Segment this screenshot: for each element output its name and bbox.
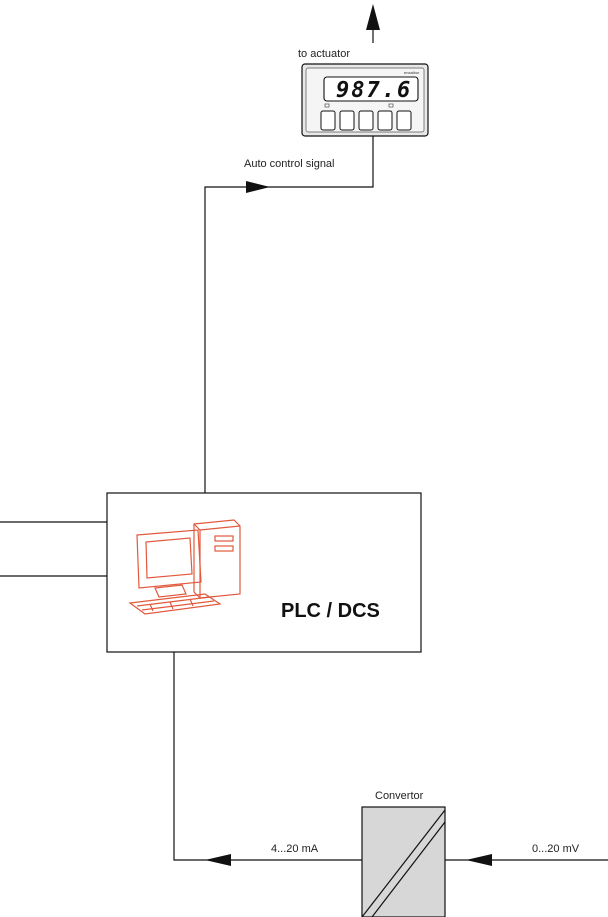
auto-control-signal-label: Auto control signal: [244, 158, 335, 170]
to-actuator-label: to actuator: [298, 48, 350, 60]
convertor-label: Convertor: [375, 790, 424, 802]
digital-meter: ensalbur 987.6: [301, 63, 429, 137]
plc-dcs-label: PLC / DCS: [281, 600, 380, 622]
meter-brand: ensalbur: [404, 70, 420, 75]
meter-led: [388, 103, 394, 108]
computer-icon: [128, 519, 241, 615]
auto-control-arrowhead: [246, 181, 270, 193]
current-signal-line: [173, 652, 362, 861]
meter-button[interactable]: [358, 110, 374, 131]
voltage-signal-arrowhead: [466, 854, 492, 866]
convertor-icon: [361, 806, 446, 917]
meter-button[interactable]: [396, 110, 412, 131]
meter-button[interactable]: [320, 110, 336, 131]
meter-led: [324, 103, 330, 108]
actuator-arrowhead: [366, 4, 380, 30]
current-signal-arrowhead: [205, 854, 231, 866]
meter-reading: 987.6: [336, 78, 412, 103]
current-signal-label: 4...20 mA: [271, 843, 319, 855]
meter-button[interactable]: [339, 110, 355, 131]
voltage-signal-label: 0...20 mV: [532, 843, 580, 855]
auto-control-signal-line: [204, 136, 374, 493]
meter-button[interactable]: [377, 110, 393, 131]
meter-display-window: [323, 76, 419, 102]
plc-dcs-box: [106, 492, 422, 653]
